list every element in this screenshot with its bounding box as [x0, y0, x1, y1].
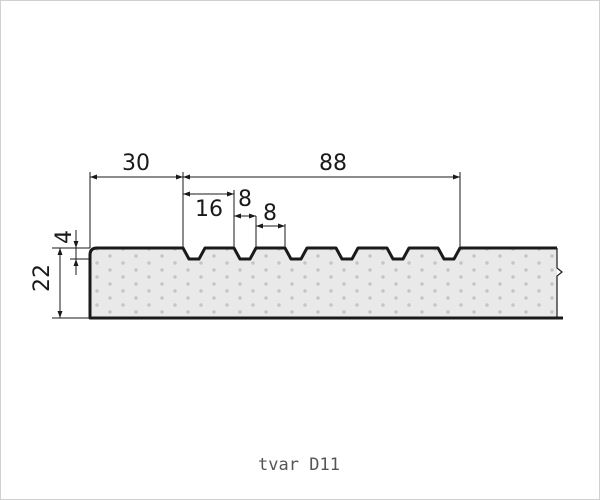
dimension-lines — [59, 176, 460, 318]
dimension-arrows — [57, 174, 460, 318]
dim-16-label: 16 — [195, 197, 223, 222]
dim-8a-label: 8 — [238, 187, 252, 212]
break-line — [556, 248, 563, 318]
caption-label: tvar D11 — [258, 455, 340, 475]
extension-lines — [52, 172, 461, 319]
dim-30-label: 30 — [122, 151, 150, 176]
dim-8b-label: 8 — [263, 201, 277, 226]
profile-outline — [88, 246, 563, 320]
profile-texture — [90, 248, 557, 318]
dim-22-label: 22 — [30, 264, 55, 292]
dim-4-label: 4 — [52, 230, 77, 244]
dim-88-label: 88 — [319, 151, 347, 176]
